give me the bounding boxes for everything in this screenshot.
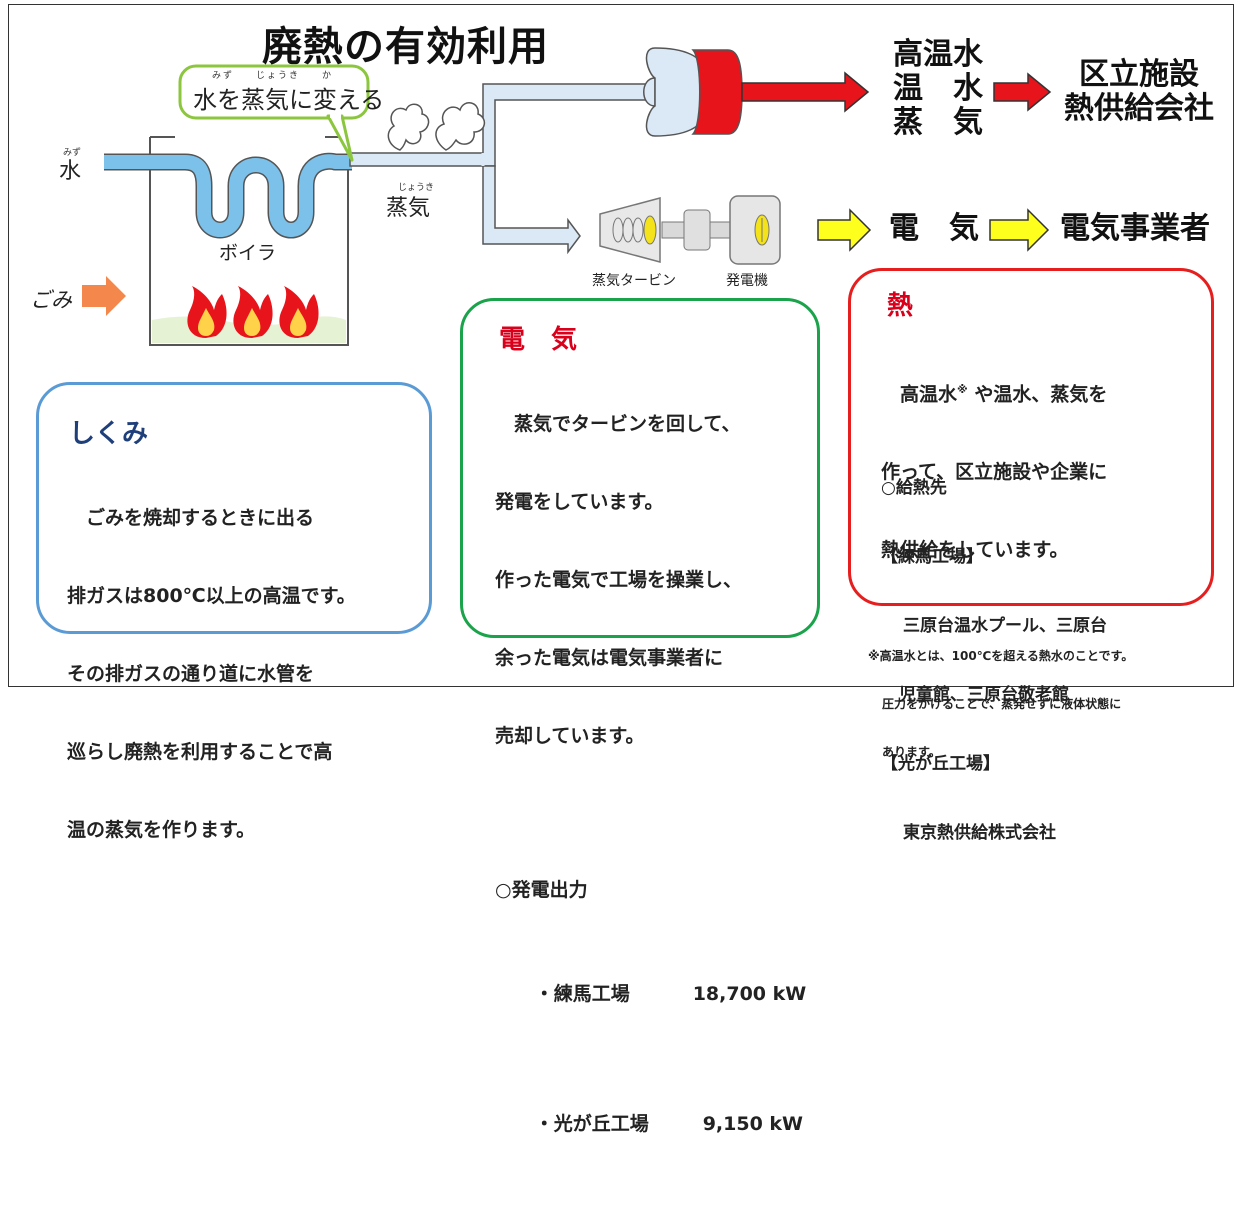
shikumi-line: 排ガスは800℃以上の高温です。 (67, 585, 356, 607)
garbage-label: ごみ (30, 288, 72, 312)
elec-arrow-1 (817, 208, 872, 252)
shikumi-line: 巡らし廃熱を利用することで高 (67, 741, 333, 763)
plant-name: ・練馬工場 (534, 983, 630, 1005)
denki-output-heading: ○発電出力 (495, 879, 588, 901)
flames (187, 286, 319, 338)
shikumi-line: ごみを焼却するときに出る (67, 507, 315, 529)
netsu-text: 高温水※ や温水、蒸気を 作って、区立施設や企業に 熱供給をしています。 (881, 325, 1107, 615)
shikumi-line: その排ガスの通り道に水管を (67, 663, 315, 685)
denki-line: 作った電気で工場を操業し、 (495, 569, 743, 591)
water-label: 水 (59, 159, 82, 184)
netsu-line: 高温水※ や温水、蒸気を (881, 377, 1107, 407)
plant-value: 18,700 kW (692, 983, 807, 1005)
page-title: 廃熱の有効利用 (262, 24, 549, 70)
netsu-hikari-line: 東京熱供給株式会社 (903, 823, 1056, 843)
netsu-line-part: や温水、蒸気を (967, 383, 1108, 406)
shikumi-line: 温の蒸気を作ります。 (67, 819, 256, 841)
netsu-line: 作って、区立施設や企業に (881, 461, 1108, 484)
footnote-line: あります。 (882, 745, 941, 759)
heat-output-item: 高温水 (893, 37, 983, 72)
boiler-box (149, 137, 349, 346)
denki-plant-row: ・練馬工場 18,700 kW (495, 955, 807, 1033)
callout-bubble (178, 64, 370, 162)
shikumi-title: しくみ (69, 419, 149, 449)
netsu-line: 熱供給をしています。 (881, 539, 1069, 562)
heat-destination-item: 熱供給会社 (1064, 91, 1214, 126)
footnote: ※高温水とは、100℃を超える熱水のことです。 圧力をかけることで、蒸発せずに液… (868, 616, 1133, 776)
water-pipe (104, 152, 352, 239)
steam-label: 蒸気 (386, 196, 431, 221)
denki-line: 蒸気でタービンを回して、 (495, 413, 741, 435)
netsu-nerima-heading: 【練馬工場】 (881, 547, 983, 567)
generator-label: 発電機 (726, 273, 768, 289)
heat-output-item: 蒸 気 (893, 105, 983, 140)
heat-header (643, 47, 743, 137)
netsu-title: 熱 (887, 291, 914, 321)
heat-outputs: 高温水 温 水 蒸 気 (878, 38, 998, 140)
heat-destination-item: 区立施設 (1079, 57, 1199, 92)
generator (729, 195, 781, 265)
denki-box: 電 気 蒸気でタービンを回して、 発電をしています。 作った電気で工場を操業し、… (460, 298, 820, 1135)
elec-destination: 電気事業者 (1060, 211, 1210, 246)
denki-text: 蒸気でタービンを回して、 発電をしています。 作った電気で工場を操業し、 余った… (495, 359, 806, 1215)
heat-arrow-1 (741, 71, 870, 113)
garbage-arrow (82, 276, 126, 316)
denki-title: 電 気 (499, 325, 578, 355)
elec-label: 電 気 (889, 211, 979, 246)
water-ruby: みず (63, 148, 82, 158)
footnote-line: ※高温水とは、100℃を超える熱水のことです。 (868, 649, 1134, 663)
callout-text: 水を蒸気に変える (193, 86, 385, 114)
diagram-frame (8, 4, 1234, 687)
denki-line: 売却しています。 (495, 725, 645, 747)
denki-line: 発電をしています。 (495, 491, 664, 513)
heat-destinations: 区立施設 熱供給会社 (1054, 58, 1224, 126)
netsu-line-part: 高温水 (881, 383, 958, 406)
shikumi-text: ごみを焼却するときに出る 排ガスは800℃以上の高温です。 その排ガスの通り道に… (67, 453, 356, 895)
netsu-dest-heading: ○給熱先 (881, 478, 947, 498)
netsu-box: 熱 高温水※ や温水、蒸気を 作って、区立施設や企業に 熱供給をしています。 ○… (848, 268, 1214, 843)
steam-turbine (599, 197, 731, 263)
process-diagram (82, 47, 1052, 346)
steam-puffs (387, 102, 486, 151)
plant-value: 9,150 kW (702, 1113, 804, 1135)
heat-arrow-2 (993, 72, 1052, 112)
elec-arrow-2 (989, 208, 1050, 252)
denki-plant-row: ・光が丘工場 9,150 kW (495, 1085, 806, 1163)
turbine-label: 蒸気タービン (592, 273, 676, 289)
footnote-line: 圧力をかけることで、蒸発せずに液体状態に (882, 697, 1122, 711)
shikumi-box: しくみ ごみを焼却するときに出る 排ガスは800℃以上の高温です。 その排ガスの… (36, 382, 432, 841)
footnote-mark: ※ (957, 383, 968, 396)
netsu-nerima-line: 三原台温水プール、三原台 (903, 616, 1107, 636)
heat-output-item: 温 水 (893, 71, 983, 106)
denki-line: 余った電気は電気事業者に (495, 647, 724, 669)
plant-name: ・光が丘工場 (534, 1113, 649, 1135)
boiler-label: ボイラ (219, 242, 277, 264)
steam-ruby: じょうき (398, 183, 435, 193)
callout-ruby: みず じょうき か (212, 71, 334, 81)
